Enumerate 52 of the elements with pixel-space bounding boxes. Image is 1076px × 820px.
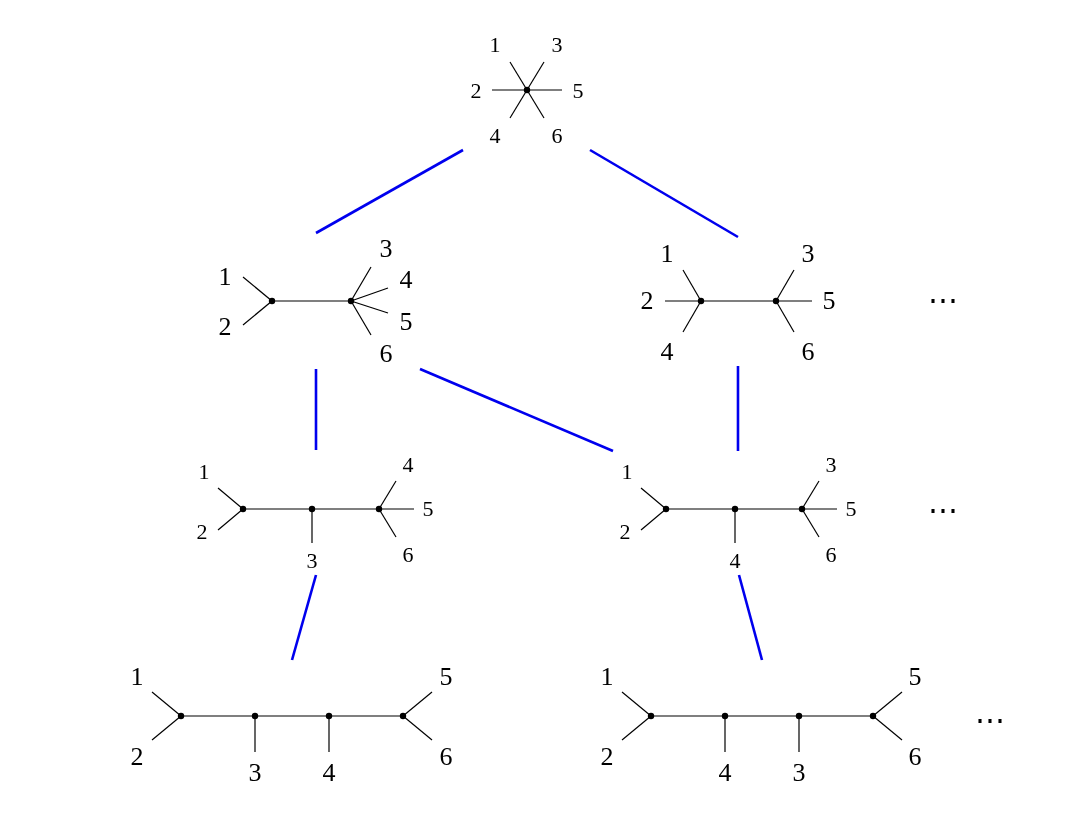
- leaf-label: 3: [379, 236, 393, 262]
- connector-line: [290, 574, 318, 661]
- leaf-label: 5: [845, 498, 857, 520]
- leaf-label: 1: [621, 461, 633, 483]
- leaf-label: 2: [196, 521, 208, 543]
- leaf-label: 6: [379, 341, 393, 367]
- connector-line: [315, 148, 464, 235]
- leaf-label: 5: [572, 80, 584, 102]
- leaf-label: 3: [792, 760, 806, 786]
- leaf-label: 3: [306, 550, 318, 572]
- connector-line: [736, 366, 740, 451]
- leaf-label: 4: [402, 454, 414, 476]
- leaf-label: 4: [322, 760, 336, 786]
- leaf-label: 6: [801, 339, 815, 365]
- connector-line: [314, 369, 318, 450]
- leaf-label: 2: [619, 521, 631, 543]
- leaf-label: 5: [422, 498, 434, 520]
- leaf-label: 4: [399, 267, 413, 293]
- connector-line: [589, 148, 739, 239]
- leaf-label: 6: [551, 125, 563, 147]
- connector-line: [737, 574, 764, 661]
- leaf-label: 2: [218, 314, 232, 340]
- leaf-label: 4: [660, 339, 674, 365]
- leaf-label: 5: [822, 288, 836, 314]
- ellipsis-label: ⋯: [927, 285, 963, 315]
- connector-line: [419, 367, 614, 453]
- leaf-label: 3: [801, 241, 815, 267]
- leaf-label: 1: [198, 461, 210, 483]
- leaf-label: 4: [729, 550, 741, 572]
- leaf-label: 1: [660, 241, 674, 267]
- leaf-label: 3: [248, 760, 262, 786]
- leaf-label: 1: [218, 264, 232, 290]
- leaf-label: 5: [439, 664, 453, 690]
- leaf-label: 4: [718, 760, 732, 786]
- leaf-label: 4: [489, 125, 501, 147]
- leaf-label: 1: [489, 34, 501, 56]
- leaf-label: 6: [439, 744, 453, 770]
- leaf-label: 2: [130, 744, 144, 770]
- leaf-label: 3: [551, 34, 563, 56]
- leaf-label: 2: [640, 288, 654, 314]
- leaf-label: 2: [600, 744, 614, 770]
- leaf-label: 1: [130, 664, 144, 690]
- leaf-label: 5: [399, 309, 413, 335]
- leaf-label: 3: [825, 454, 837, 476]
- leaf-label: 6: [402, 544, 414, 566]
- leaf-label: 6: [908, 744, 922, 770]
- leaf-label: 6: [825, 544, 837, 566]
- ellipsis-label: ⋯: [974, 705, 1010, 735]
- leaf-label: 2: [470, 80, 482, 102]
- ellipsis-label: ⋯: [927, 495, 963, 525]
- leaf-label: 5: [908, 664, 922, 690]
- leaf-label: 1: [600, 664, 614, 690]
